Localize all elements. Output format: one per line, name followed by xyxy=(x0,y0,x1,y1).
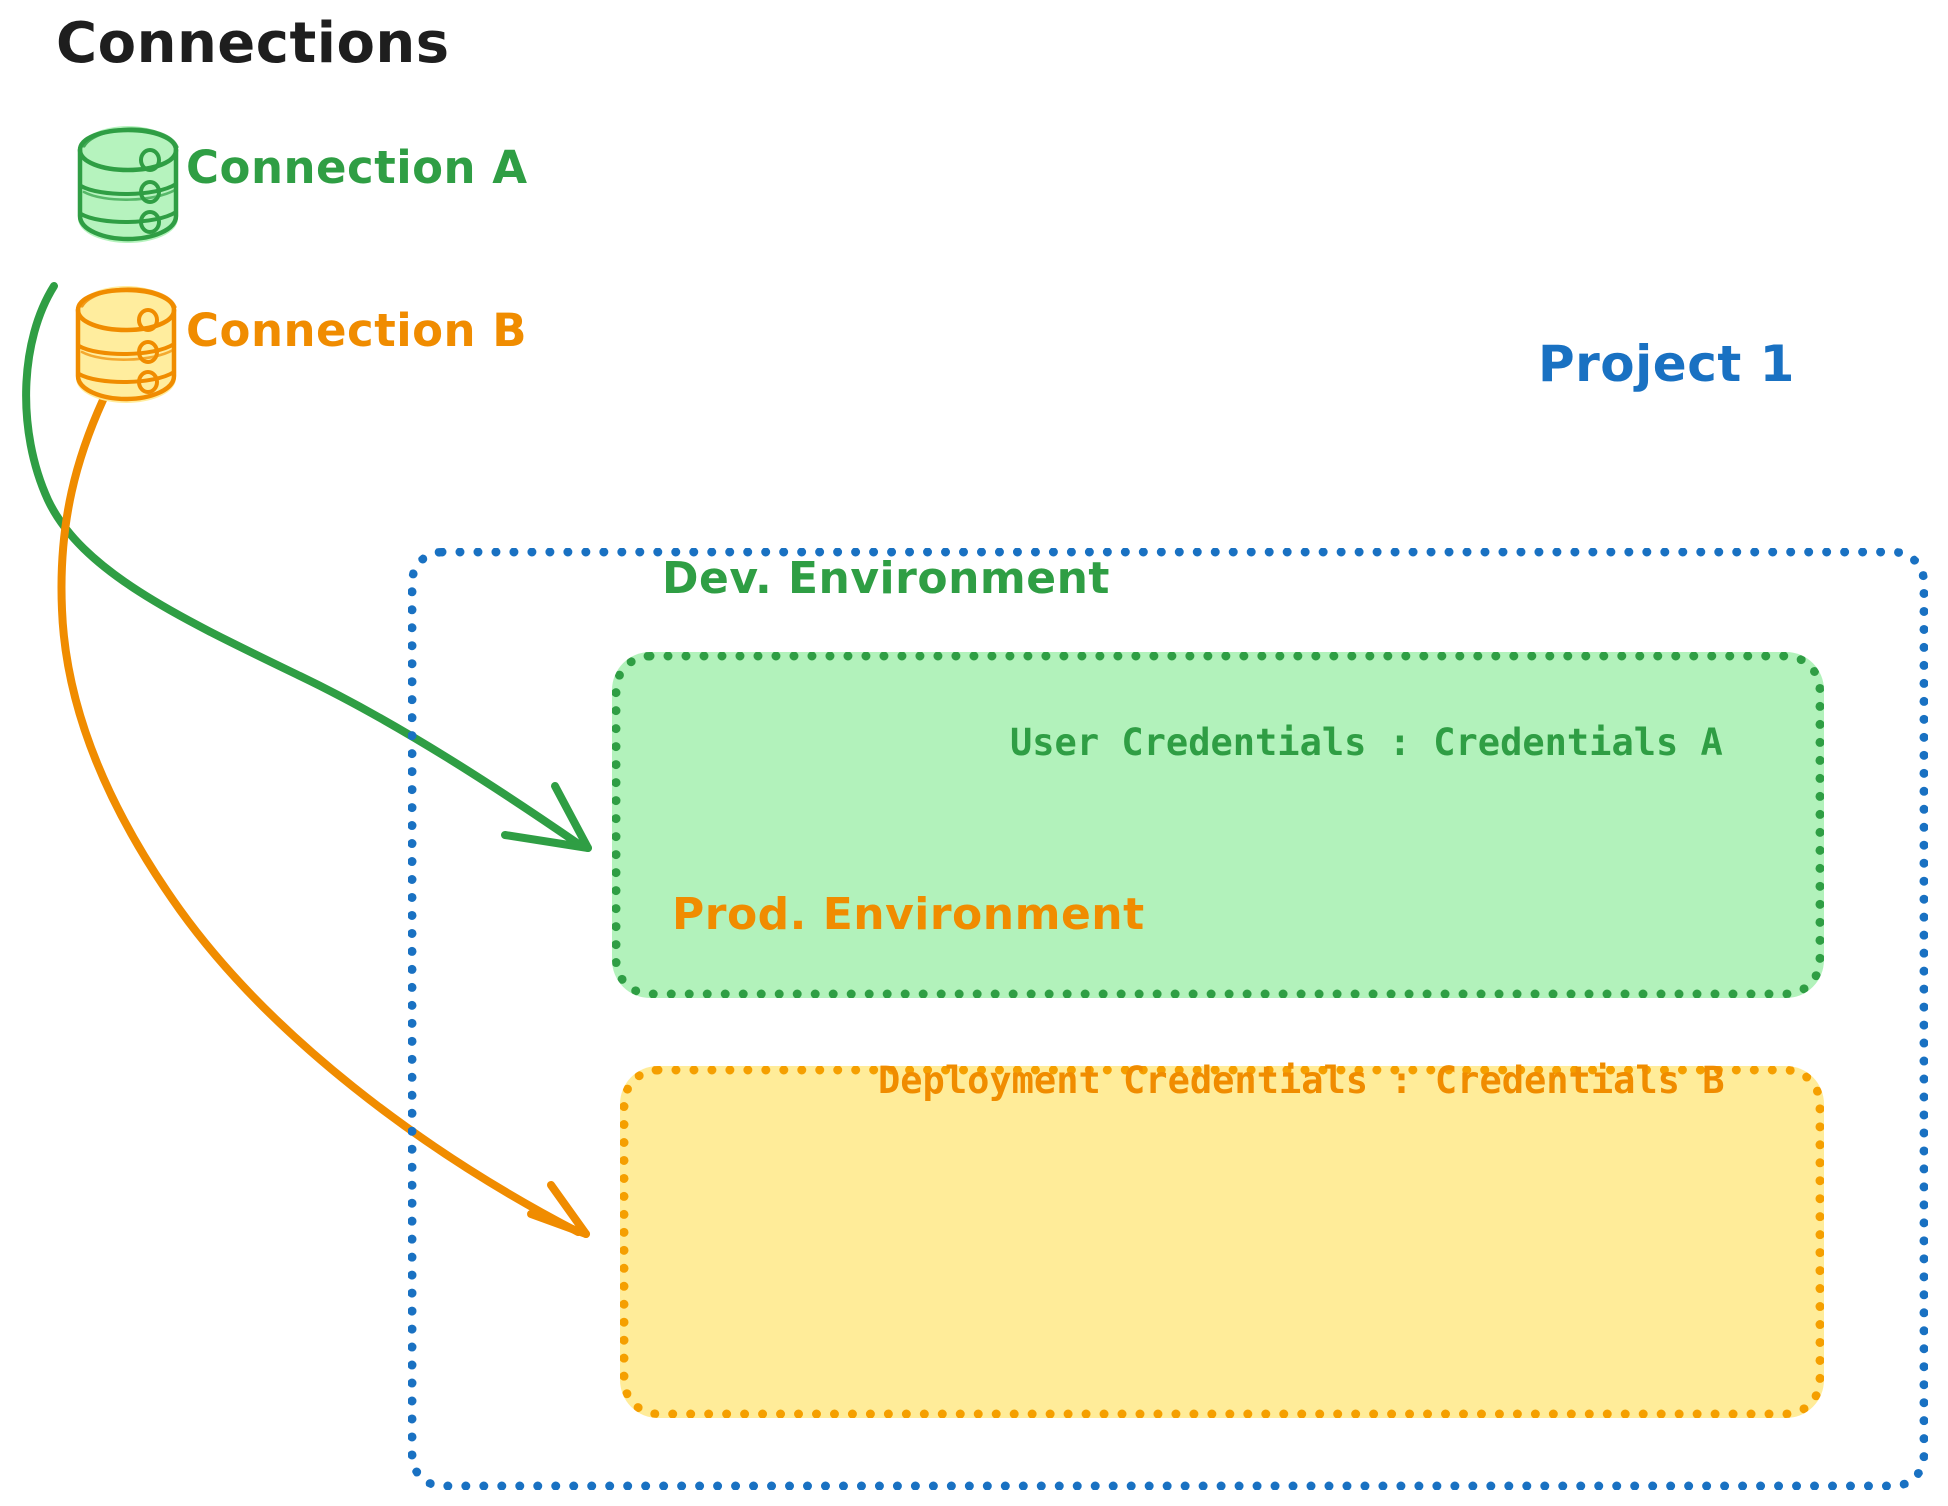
connection-b-label[interactable]: Connection B xyxy=(186,304,528,357)
database-icon-connection-b xyxy=(75,286,177,403)
dev-environment-credentials: User Credentials : Credentials A xyxy=(1010,721,1723,764)
connections-panel-title: Connections xyxy=(56,11,450,76)
database-icon-connection-a xyxy=(77,126,179,243)
dev-environment-title: Dev. Environment xyxy=(662,553,1110,604)
project-container[interactable] xyxy=(408,548,1928,1490)
project-title: Project 1 xyxy=(1538,335,1795,393)
prod-environment-title: Prod. Environment xyxy=(672,889,1145,940)
prod-environment-credentials: Deployment Credentials : Credentials B xyxy=(878,1059,1725,1102)
prod-environment-container[interactable] xyxy=(620,1066,1824,1418)
connection-a-label[interactable]: Connection A xyxy=(186,141,528,194)
dev-environment-container[interactable] xyxy=(612,652,1824,998)
